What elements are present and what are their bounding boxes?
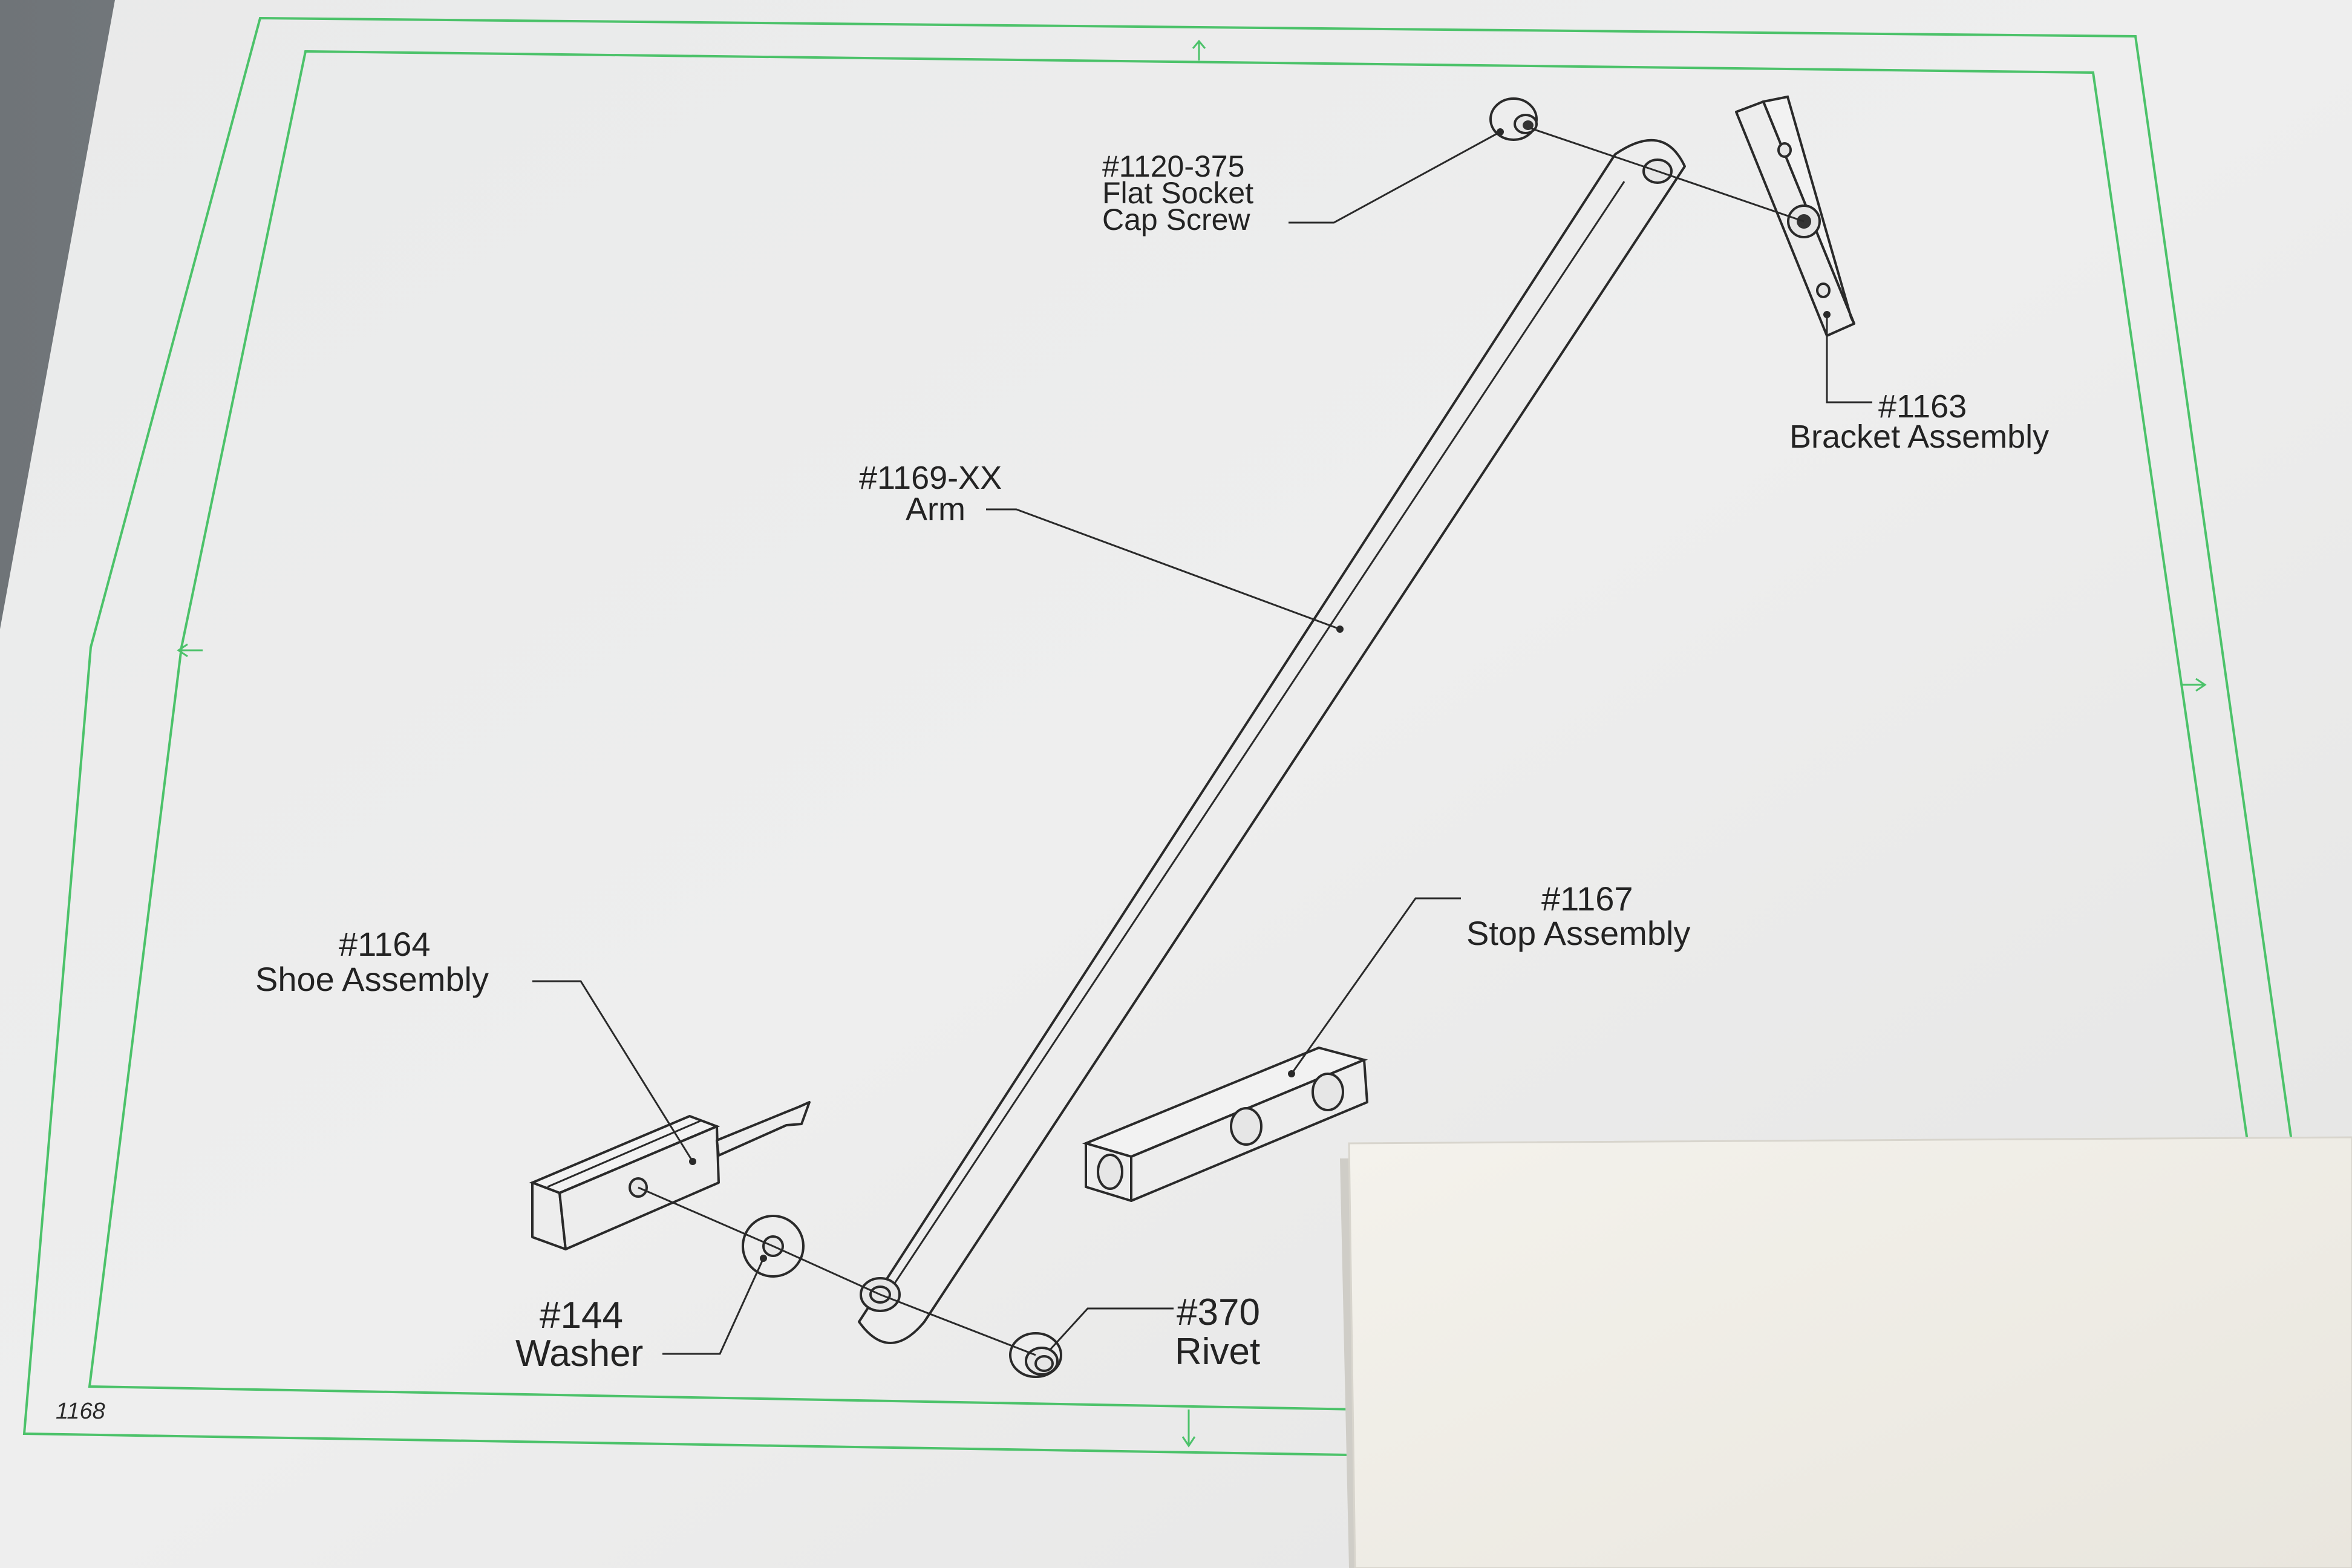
shoe-name: Shoe Assembly	[255, 960, 489, 998]
shoe-number: #1164	[339, 925, 431, 963]
centering-marks	[177, 39, 2207, 1448]
arm-name: Arm	[906, 491, 965, 528]
explode-axes	[638, 127, 1805, 1356]
stop-name: Stop Assembly	[1466, 914, 1690, 952]
stop-number: #1167	[1541, 880, 1633, 918]
cap-screw-line2: Cap Screw	[1102, 203, 1250, 237]
callout-bracket: #1163 Bracket Assembly	[1789, 388, 2049, 455]
cap-screw-number: #1120-375	[1102, 149, 1244, 183]
callout-rivet: #370 Rivet	[1175, 1292, 1260, 1373]
callout-shoe: #1164 Shoe Assembly	[255, 925, 489, 998]
leader-lines	[532, 128, 1872, 1355]
callout-arm: #1169-XX Arm	[859, 460, 1002, 528]
bracket-name: Bracket Assembly	[1789, 419, 2049, 455]
washer-number: #144	[540, 1295, 623, 1336]
rivet-number: #370	[1177, 1292, 1260, 1333]
callout-cap-screw: #1120-375 Flat Socket Cap Screw	[1102, 149, 1253, 237]
washer-name: Washer	[515, 1333, 643, 1374]
cap-screw-line1: Flat Socket	[1102, 176, 1253, 210]
rivet-name: Rivet	[1175, 1331, 1260, 1373]
overlay-sheet	[1340, 1136, 2352, 1568]
bracket-number: #1163	[1878, 388, 1967, 425]
callout-washer: #144 Washer	[515, 1295, 643, 1374]
arm-part	[858, 139, 1686, 1344]
sheet-number: 1168	[56, 1399, 105, 1424]
arm-number: #1169-XX	[859, 460, 1002, 496]
callout-stop: #1167 Stop Assembly	[1466, 880, 1690, 952]
